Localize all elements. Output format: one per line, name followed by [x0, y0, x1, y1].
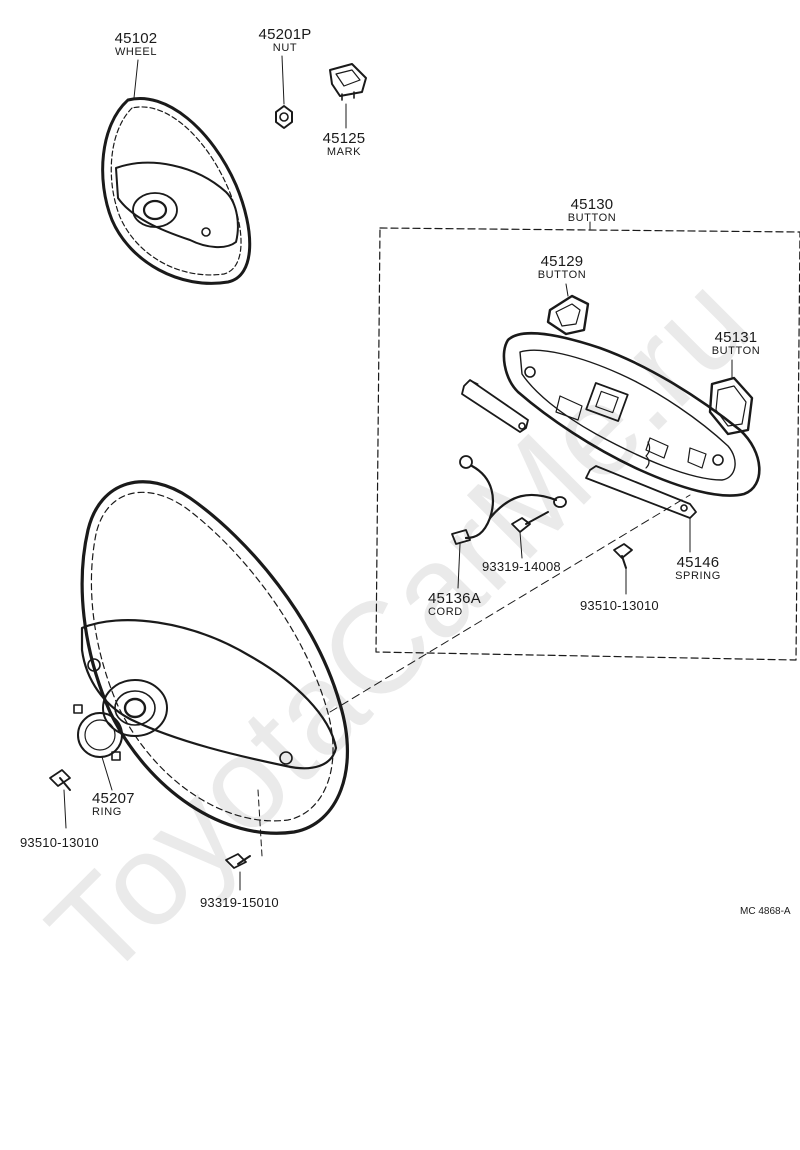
label-cord: 45136A CORD [428, 591, 498, 618]
part-name: NUT [272, 42, 298, 54]
label-bolt-15010: 93319-15010 [200, 895, 279, 910]
button-left-drawing [546, 294, 590, 336]
screw-13010-box-drawing [613, 543, 633, 595]
part-name: MARK [326, 146, 362, 158]
part-name: BUTTON [711, 345, 761, 357]
label-wheel: 45102 WHEEL [108, 31, 164, 58]
label-button-assy: 45130 BUTTON [560, 197, 624, 224]
button-assembly-box [375, 227, 800, 661]
bolt-drawing [225, 789, 263, 891]
part-name: WHEEL [114, 46, 158, 58]
screw-14008-drawing [511, 511, 549, 559]
label-mark: 45125 MARK [316, 131, 372, 158]
button-pad-drawing [502, 332, 761, 497]
part-number: 45102 [114, 30, 158, 47]
part-name: CORD [428, 606, 463, 618]
ring-drawing [73, 704, 123, 791]
part-number: 45146 [676, 554, 720, 571]
part-number: 45136A [428, 590, 481, 607]
label-screw-13010: 93510-13010 [20, 835, 99, 850]
label-ring: 45207 RING [92, 791, 152, 818]
label-nut: 45201P NUT [250, 27, 320, 54]
mark-drawing [329, 63, 367, 101]
part-number: 45201P [258, 26, 312, 43]
cord-drawing [451, 455, 567, 589]
label-button-left: 45129 BUTTON [530, 254, 594, 281]
label-screw-13010-box: 93510-13010 [580, 598, 659, 613]
part-name: RING [92, 806, 122, 818]
label-screw-14008: 93319-14008 [482, 559, 561, 574]
part-name: SPRING [675, 570, 721, 582]
part-number: 45125 [322, 130, 366, 147]
nut-drawing [275, 105, 293, 129]
screw-lower-left-drawing [49, 769, 71, 829]
part-number: 45131 [714, 329, 758, 346]
part-number: 45207 [92, 790, 135, 807]
label-spring: 45146 SPRING [668, 555, 728, 582]
spring-drawing [585, 465, 697, 553]
part-name: BUTTON [567, 212, 617, 224]
small-wheel-drawing [101, 97, 252, 285]
large-wheel-drawing [80, 480, 349, 835]
reference-code: MC 4868-A [740, 906, 791, 917]
button-right-drawing [708, 376, 754, 436]
part-name: BUTTON [537, 269, 587, 281]
left-plate-drawing [461, 379, 529, 433]
part-number: 45130 [570, 196, 614, 213]
part-number: 45129 [540, 253, 584, 270]
label-button-right: 45131 BUTTON [704, 330, 768, 357]
